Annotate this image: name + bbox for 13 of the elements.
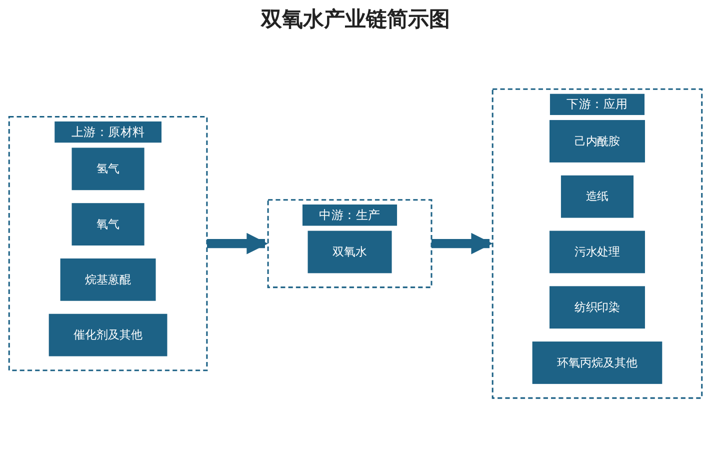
process-box: 环氧丙烷及其他 xyxy=(532,342,662,384)
arrow xyxy=(432,233,493,255)
process-box: 催化剂及其他 xyxy=(48,314,168,357)
process-box: 造纸 xyxy=(560,176,634,218)
process-box: 双氧水 xyxy=(308,231,392,274)
process-box: 己内酰胺 xyxy=(550,120,645,163)
diagram-title: 双氧水产业链简示图 xyxy=(261,5,450,33)
process-box: 氧气 xyxy=(72,204,144,246)
process-box: 纺织印染 xyxy=(550,286,645,329)
process-box: 烷基蒽醌 xyxy=(60,258,156,302)
process-box: 氢气 xyxy=(72,148,144,191)
process-box: 污水处理 xyxy=(550,231,645,274)
arrow xyxy=(206,233,268,255)
